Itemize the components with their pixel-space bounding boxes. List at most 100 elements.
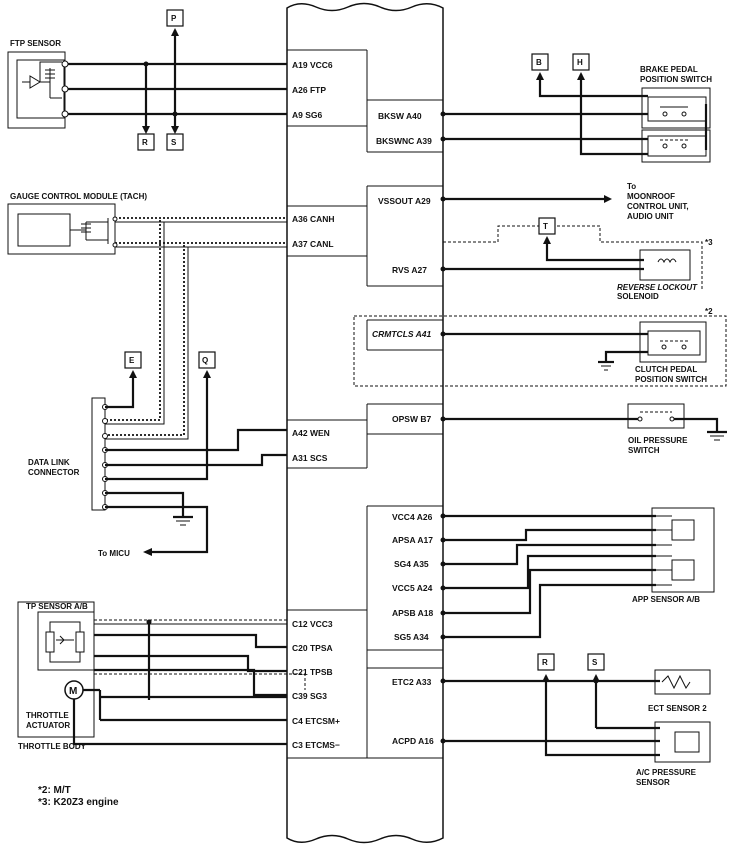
svg-text:H: H [577, 58, 583, 67]
moonroof-label-1: To [627, 182, 636, 191]
reverse-lockout-label-1: REVERSE LOCKOUT [617, 283, 698, 292]
ref-box-p: P [166, 9, 184, 27]
pin-a34: SG5 A34 [394, 632, 429, 642]
data-link-wires: To MICU [98, 370, 287, 558]
gauge-control-module: GAUGE CONTROL MODULE (TACH) [7, 192, 147, 255]
app-wires [440, 513, 656, 640]
reverse-lockout-solenoid: *3 REVERSE LOCKOUT SOLENOID [443, 225, 713, 301]
pin-a17: APSA A17 [392, 535, 433, 545]
clutch-switch-label-1: CLUTCH PEDAL [635, 365, 697, 374]
pin-c21: C21 TPSB [292, 667, 333, 677]
brake-pedal-switch: BRAKE PEDAL POSITION SWITCH [640, 65, 712, 163]
pin-a27: RVS A27 [392, 265, 427, 275]
svg-text:S: S [592, 658, 598, 667]
tp-sensor-label: TP SENSOR A/B [26, 602, 88, 611]
pin-a16: ACPD A16 [392, 736, 434, 746]
pin-a18: APSB A18 [392, 608, 434, 618]
can-bus-wires [105, 216, 287, 440]
oil-pressure-switch: OIL PRESSURE SWITCH [627, 403, 688, 455]
pin-a39: BKSWNC A39 [376, 136, 432, 146]
ref-box-h: H [572, 53, 590, 71]
pin-c4: C4 ETCSM+ [292, 716, 340, 726]
svg-text:R: R [542, 658, 548, 667]
pin-c12: C12 VCC3 [292, 619, 333, 629]
clutch-pedal-switch: *2 CLUTCH PEDAL POSITION SWITCH [353, 307, 727, 387]
star2-marker: *2 [705, 307, 713, 316]
ecm-right-pins: BKSW A40 BKSWNC A39 VSSOUT A29 RVS A27 C… [372, 111, 434, 746]
vssout-wire: To MOONROOF CONTROL UNIT, AUDIO UNIT [440, 182, 689, 221]
moonroof-label-2: MOONROOF [627, 192, 675, 201]
ref-box-q: Q [198, 351, 216, 369]
star3-marker: *3 [705, 238, 713, 247]
app-sensor-label: APP SENSOR A/B [632, 595, 700, 604]
ac-pressure-label-1: A/C PRESSURE [636, 768, 697, 777]
throttle-body-label: THROTTLE BODY [18, 742, 87, 751]
ecm-right-pin-grid [366, 99, 443, 759]
data-link-label-1: DATA LINK [28, 458, 70, 467]
svg-text:E: E [129, 356, 135, 365]
oil-wires [440, 416, 727, 441]
ect-ac-wires [440, 674, 660, 757]
ect-sensor-label: ECT SENSOR 2 [648, 704, 707, 713]
ref-box-s-left: S [166, 133, 184, 151]
moonroof-label-3: CONTROL UNIT, [627, 202, 689, 211]
pin-a37: A37 CANL [292, 239, 334, 249]
svg-text:Q: Q [202, 356, 208, 365]
data-link-connector: DATA LINK CONNECTOR [28, 397, 108, 511]
pin-a41: CRMTCLS A41 [372, 329, 431, 339]
moonroof-label-4: AUDIO UNIT [627, 212, 674, 221]
gauge-module-label: GAUGE CONTROL MODULE (TACH) [10, 192, 147, 201]
clutch-switch-label-2: POSITION SWITCH [635, 375, 707, 384]
pin-c20: C20 TPSA [292, 643, 333, 653]
ref-box-r-left: R [137, 133, 155, 151]
oil-pressure-label-2: SWITCH [628, 446, 660, 455]
ftp-sensor: FTP SENSOR [7, 39, 66, 129]
footnote-2: *2: M/T [38, 785, 71, 796]
svg-text:S: S [171, 138, 177, 147]
brake-switch-label-1: BRAKE PEDAL [640, 65, 698, 74]
pin-a26-ftp: A26 FTP [292, 85, 326, 95]
brake-switch-label-2: POSITION SWITCH [640, 75, 712, 84]
svg-text:R: R [142, 138, 148, 147]
ref-box-t: T [538, 217, 556, 235]
pin-a26-vcc4: VCC4 A26 [392, 512, 433, 522]
pin-a40: BKSW A40 [378, 111, 422, 121]
pin-a31: A31 SCS [292, 453, 328, 463]
pin-a19: A19 VCC6 [292, 60, 333, 70]
pin-a29: VSSOUT A29 [378, 196, 431, 206]
footnote-3: *3: K20Z3 engine [38, 797, 119, 808]
pin-a9: A9 SG6 [292, 110, 323, 120]
data-link-label-2: CONNECTOR [28, 468, 80, 477]
throttle-body: TP SENSOR A/B M THROTTLE ACTUATOR THROTT… [17, 601, 95, 751]
reverse-lockout-label-2: SOLENOID [617, 292, 659, 301]
pin-a42: A42 WEN [292, 428, 330, 438]
ftp-wires [61, 28, 287, 134]
footnotes: *2: M/T *3: K20Z3 engine [38, 785, 119, 808]
ref-box-b: B [531, 53, 549, 71]
svg-text:T: T [543, 222, 548, 231]
ac-pressure-label-2: SENSOR [636, 778, 670, 787]
ref-box-r-right: R [537, 653, 555, 671]
pin-a33: ETC2 A33 [392, 677, 432, 687]
svg-text:B: B [536, 58, 542, 67]
pin-c39: C39 SG3 [292, 691, 327, 701]
ecm-left-pins: A19 VCC6 A26 FTP A9 SG6 A36 CANH A37 CAN… [292, 60, 340, 750]
oil-pressure-label-1: OIL PRESSURE [628, 436, 688, 445]
throttle-wires [72, 619, 306, 746]
motor-symbol: M [69, 686, 77, 697]
app-sensor: APP SENSOR A/B [632, 507, 715, 604]
brake-wires [440, 72, 708, 156]
throttle-actuator-label-1: THROTTLE [26, 711, 69, 720]
ref-box-e: E [124, 351, 142, 369]
ref-box-s-right: S [587, 653, 605, 671]
to-micu-label: To MICU [98, 549, 130, 558]
clutch-wires [440, 331, 648, 371]
ftp-sensor-label: FTP SENSOR [10, 39, 61, 48]
svg-text:P: P [171, 14, 177, 23]
throttle-actuator-label-2: ACTUATOR [26, 721, 70, 730]
ect-sensor-2: ECT SENSOR 2 [648, 669, 711, 713]
pin-b7: OPSW B7 [392, 414, 431, 424]
pin-c3: C3 ETCMS− [292, 740, 340, 750]
pin-a35: SG4 A35 [394, 559, 429, 569]
